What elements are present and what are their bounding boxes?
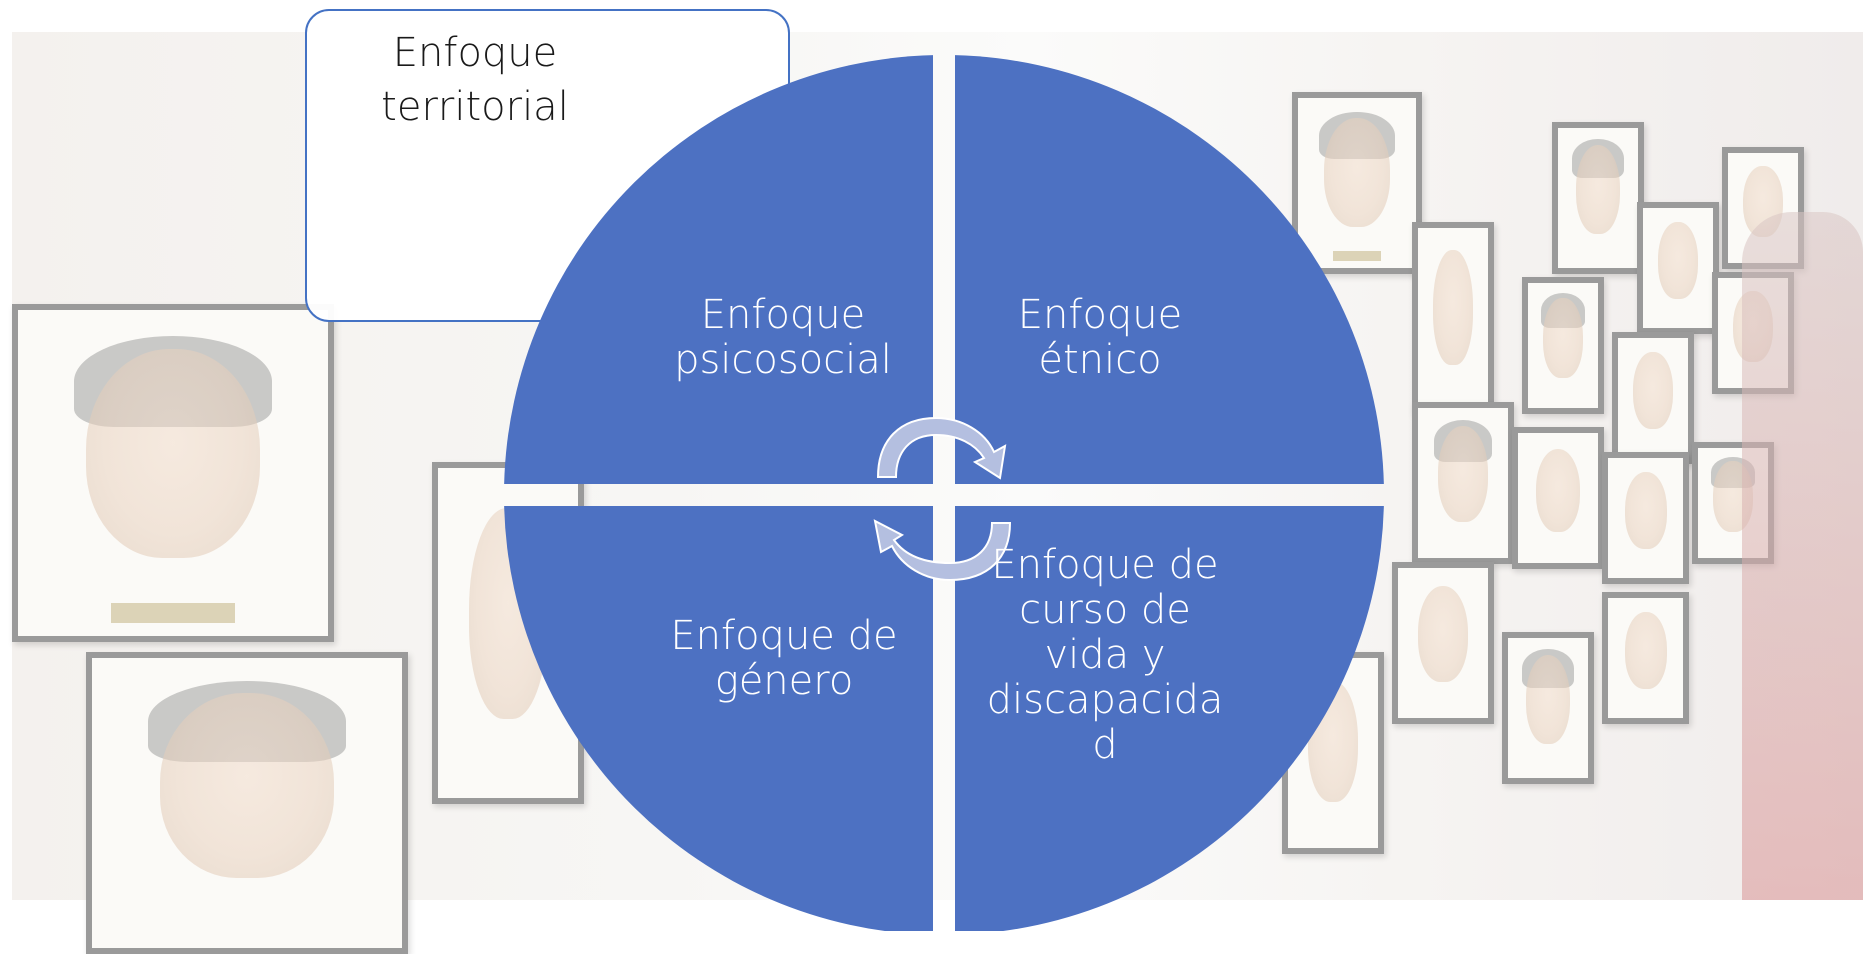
portrait-frame bbox=[1512, 427, 1604, 569]
quadrant-psicosocial bbox=[504, 55, 933, 485]
quadrant-label-psicosocial: Enfoque psicosocial bbox=[674, 292, 892, 383]
quadrant-etnico bbox=[955, 55, 1384, 485]
portrait-frame bbox=[1502, 632, 1594, 784]
portrait-frame bbox=[1552, 122, 1644, 274]
portrait-frame bbox=[1392, 562, 1494, 724]
portrait-frame bbox=[1522, 277, 1604, 414]
territorial-label: Enfoque territorial bbox=[381, 30, 569, 130]
portrait-frame bbox=[1292, 92, 1422, 274]
visitor-silhouette bbox=[1742, 212, 1863, 900]
quadrant-label-curso-de-vida: Enfoque de curso de vida y discapacida d bbox=[986, 542, 1224, 768]
portrait-frame bbox=[1412, 402, 1514, 564]
diagram-canvas bbox=[504, 55, 1384, 931]
portrait-frame bbox=[1602, 592, 1689, 724]
portrait-frame bbox=[12, 304, 334, 642]
quadrant-curso-de-vida bbox=[955, 506, 1384, 931]
quadrant-label-genero: Enfoque de género bbox=[670, 613, 898, 704]
portrait-frame bbox=[86, 652, 408, 954]
quadrant-genero bbox=[504, 506, 933, 931]
quadrant-label-etnico: Enfoque étnico bbox=[1017, 292, 1183, 383]
portrait-frame bbox=[1412, 222, 1494, 414]
portrait-frame bbox=[1637, 202, 1719, 334]
cycle-arrow-icon bbox=[876, 416, 1007, 480]
background-photo bbox=[12, 32, 1863, 954]
portrait-frame bbox=[1602, 452, 1689, 584]
cycle-arrow-icon bbox=[873, 519, 1012, 582]
